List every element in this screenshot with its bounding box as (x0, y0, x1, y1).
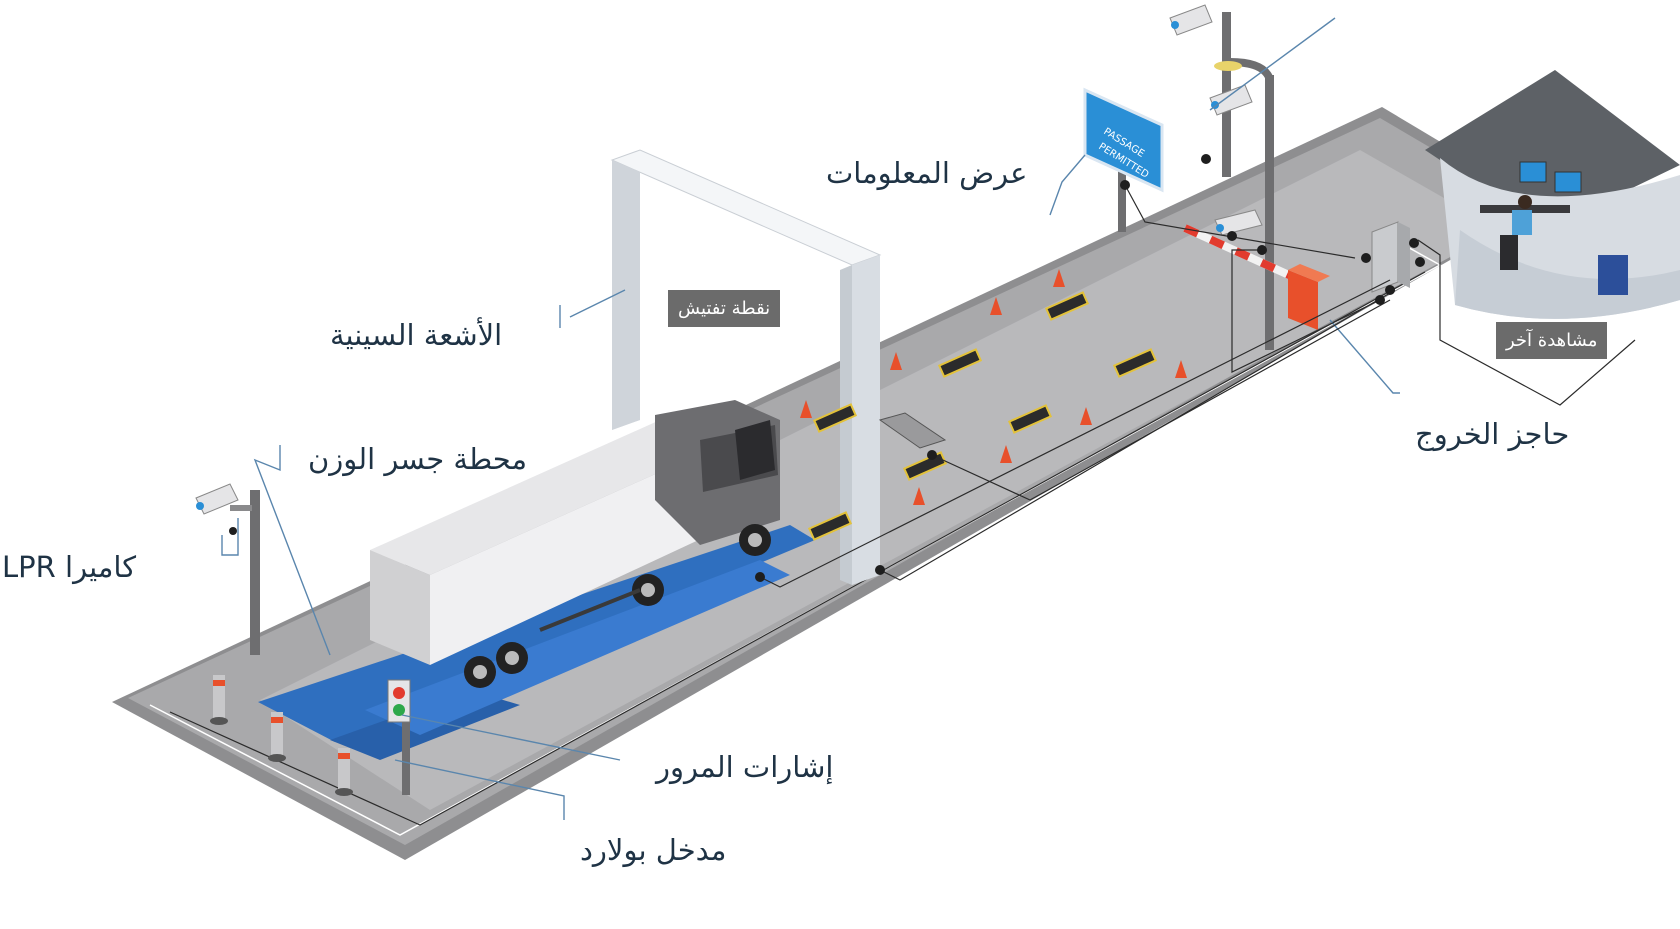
street-light-pole (1209, 58, 1274, 350)
barrier-camera (1214, 209, 1263, 236)
bollard-2 (268, 712, 286, 762)
camera-pole-top (1169, 4, 1231, 177)
label-traffic-lights: إشارات المرور (656, 750, 834, 784)
bollard-3 (335, 748, 353, 796)
label-xray: الأشعة السينية (330, 318, 503, 352)
label-info-display: عرض المعلومات (826, 156, 1028, 190)
traffic-light (387, 679, 411, 795)
cable-nodes (229, 154, 1425, 582)
leader-lines (221, 17, 1400, 820)
road-platform (112, 107, 1546, 860)
guard-house (1425, 70, 1680, 319)
tag-other-view: مشاهدة آخر (1496, 322, 1608, 359)
tag-checkpoint: نقطة تفتيش (668, 290, 781, 327)
bollard-1 (210, 675, 228, 725)
xray-gate (610, 149, 882, 585)
info-display: PASSAGE PERMITTED (1083, 87, 1164, 232)
speed-bumps (807, 291, 1158, 541)
exit-barrier (1183, 224, 1330, 330)
lpr-camera-pole (195, 483, 260, 655)
signal-cables (759, 184, 1636, 588)
label-exit-barrier: حاجز الخروج (1415, 417, 1570, 451)
control-cabinet (1371, 221, 1410, 293)
label-bollard-entry: مدخل بولارد (580, 833, 727, 867)
floor-sensor (878, 412, 947, 449)
traffic-cones (800, 269, 1187, 505)
truck (370, 400, 780, 688)
label-weighbridge: محطة جسر الوزن (308, 442, 528, 476)
label-lpr-camera: كاميرا LPR (2, 550, 136, 584)
